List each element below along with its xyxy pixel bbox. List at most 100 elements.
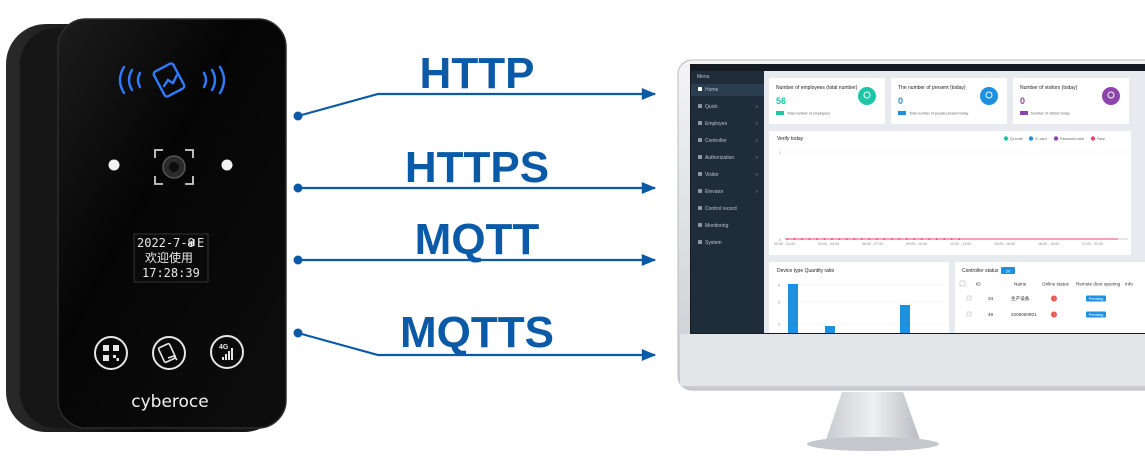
card-value: 0: [898, 96, 903, 106]
legend-label: Password card: [1060, 137, 1084, 141]
series-point: [935, 238, 938, 240]
series-point: [823, 238, 826, 240]
row-action: Pending: [1089, 312, 1104, 317]
sidebar-item-icon: [698, 87, 702, 91]
row-id: 34: [988, 296, 994, 301]
sidebar-item-icon: [698, 189, 702, 193]
sidebar-item-home[interactable]: Home: [691, 84, 764, 96]
x-tick-label: 12:00 - 13:00: [950, 242, 971, 246]
legend-swatch: [1090, 136, 1096, 141]
monitor-stand-base: [807, 437, 939, 451]
ratio-bar: [900, 305, 910, 333]
sidebar-item-label: Control record: [705, 206, 737, 212]
lcd-signal: E: [197, 236, 204, 250]
lcd-screen: [133, 233, 209, 283]
sidebar-item-label: Quick: [705, 104, 718, 110]
sidebar-item-visitor[interactable]: Visitor›: [698, 172, 758, 178]
4g-button[interactable]: 4G: [210, 335, 244, 369]
sidebar-item-control-record[interactable]: Control record: [698, 206, 737, 212]
x-tick-label: 06:00 - 07:00: [862, 242, 883, 246]
verify-title: Verify today: [777, 136, 804, 142]
column-header: Info: [1125, 282, 1133, 287]
sidebar-item-label: Controller: [705, 138, 727, 144]
series-point: [928, 238, 931, 240]
camera-icon: [154, 149, 194, 185]
device-ratio-panel: Device type Quantity ratio 432: [769, 262, 949, 333]
row-status: !: [1053, 296, 1054, 301]
protocol-mqtts: MQTTS: [293, 308, 657, 361]
offline-status-icon: [1051, 311, 1057, 318]
sidebar-item-label: Visitor: [705, 172, 719, 178]
header-checkbox[interactable]: [959, 280, 966, 287]
card-note: Total number of people present today: [909, 112, 969, 116]
x-tick-label: 15:00 - 16:00: [994, 242, 1015, 246]
row-checkbox[interactable]: [966, 311, 972, 317]
card-icon: [858, 87, 876, 105]
protocol-label-http: HTTP: [420, 49, 535, 98]
column-header: Online status: [1042, 282, 1070, 287]
sidebar-item-icon: [698, 172, 702, 176]
offline-status-icon: [1051, 295, 1057, 302]
sidebar-item-monitoring[interactable]: Monitoring: [698, 223, 729, 229]
sidebar-item-icon: [698, 138, 702, 142]
sidebar-item-elevator[interactable]: Elevator›: [698, 189, 758, 195]
x-tick-label: 18:00 - 19:00: [1038, 242, 1059, 246]
x-tick-label: 03:00 - 04:00: [818, 242, 839, 246]
indicator-light-right: [221, 159, 233, 171]
card-icon: [980, 87, 998, 105]
legend-label: Face: [1097, 137, 1105, 141]
legend-item: Password card: [1053, 136, 1084, 141]
card-note: Total number of employees: [787, 112, 830, 116]
sidebar-item-system[interactable]: System: [698, 240, 722, 246]
cellular-signal-icon: [222, 348, 233, 360]
series-point: [845, 238, 848, 240]
nfc-icon: [118, 62, 226, 98]
legend-label: IC card: [1035, 137, 1047, 141]
column-header: Name: [1014, 282, 1027, 287]
series-point: [793, 238, 796, 240]
sidebar-item-label: Monitoring: [705, 223, 729, 229]
pending-button[interactable]: [1086, 311, 1106, 318]
x-tick-label: 21:00 - 22:00: [1082, 242, 1103, 246]
row-checkbox[interactable]: [966, 295, 972, 301]
sidebar-item-controller[interactable]: Controller›: [698, 138, 758, 144]
legend-item: IC card: [1028, 136, 1047, 141]
verify-panel-bg: [769, 131, 1131, 255]
y-tick-label: 2: [778, 323, 780, 327]
pending-button[interactable]: [1086, 295, 1106, 302]
card-note-tag: [1020, 111, 1028, 115]
x-tick-label: 00:00 - 01:00: [774, 242, 795, 246]
series-point: [920, 238, 923, 240]
card-value: 56: [776, 96, 786, 106]
sidebar-item-label: Elevator: [705, 189, 724, 195]
legend-item: Face: [1090, 136, 1105, 141]
monitor: Menu HomeQuick›Employee›Controller›Autho…: [677, 59, 1145, 451]
verify-y-top: 1: [779, 151, 781, 155]
series-point: [786, 238, 788, 240]
sidebar-item-authorization[interactable]: Authorization›: [698, 155, 758, 161]
monitor-chin: [680, 334, 1145, 386]
series-point: [860, 238, 863, 240]
qr-code-button[interactable]: [94, 336, 128, 370]
monitor-stand-neck: [826, 392, 920, 440]
card-icon-glyph: [985, 91, 993, 99]
protocol-label-mqtt: MQTT: [415, 215, 540, 264]
sidebar-item-quick[interactable]: Quick›: [698, 104, 758, 110]
card-icon-glyph: [1107, 91, 1115, 99]
sidebar-item-employee[interactable]: Employee›: [698, 121, 758, 127]
series-point: [815, 238, 818, 240]
y-tick-label: 4: [778, 284, 780, 288]
card-button[interactable]: [152, 336, 186, 370]
card-icon: [157, 342, 178, 364]
card-title: Number of visitors (today): [1020, 85, 1078, 91]
legend-swatch: [1028, 136, 1034, 141]
series-point: [830, 238, 833, 240]
device-ratio-bg: [769, 262, 949, 333]
sidebar-item-icon: [698, 155, 702, 159]
legend-swatch: [1003, 136, 1009, 141]
